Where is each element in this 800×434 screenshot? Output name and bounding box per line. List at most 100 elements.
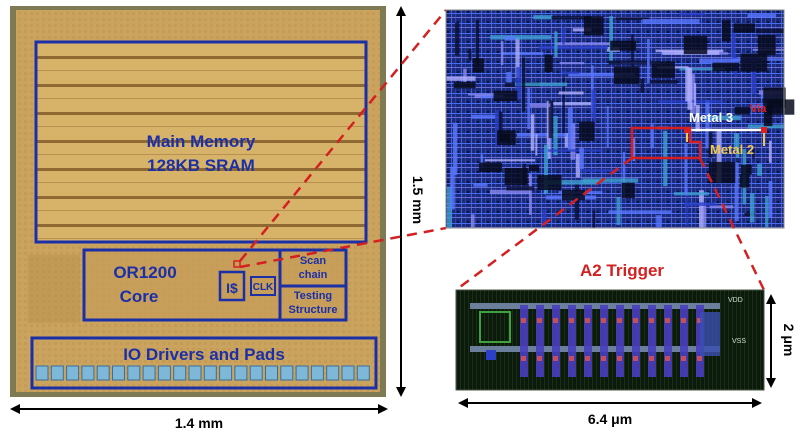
trigger-contact bbox=[617, 318, 622, 323]
trigger-gate bbox=[584, 305, 592, 377]
via-marker-right bbox=[761, 127, 767, 133]
zoom-line-left bbox=[455, 157, 633, 291]
layout-wire bbox=[558, 91, 584, 95]
testing-label-line1: Testing bbox=[294, 290, 332, 302]
trigger-gate bbox=[568, 305, 576, 377]
layout-wire bbox=[765, 196, 769, 228]
layout-wire bbox=[497, 111, 501, 134]
core-side-stripes bbox=[28, 255, 80, 323]
layout-wire bbox=[490, 35, 551, 40]
layout-wire bbox=[608, 210, 672, 214]
layout-dark-region bbox=[721, 20, 731, 42]
trigger-contact bbox=[521, 356, 526, 361]
memory-label-line1: Main Memory bbox=[147, 132, 256, 151]
io-pad bbox=[112, 365, 125, 381]
layout-wire bbox=[734, 162, 739, 222]
trigger-contact bbox=[537, 318, 542, 323]
layout-wire bbox=[528, 174, 532, 215]
io-pad bbox=[295, 365, 309, 381]
trigger-contact bbox=[537, 356, 542, 361]
layout-wire bbox=[463, 68, 467, 82]
trigger-gate bbox=[552, 305, 560, 377]
layout-wire bbox=[768, 181, 773, 219]
layout-wire bbox=[480, 154, 484, 168]
layout-wire bbox=[514, 82, 568, 87]
layout-wire bbox=[567, 108, 573, 151]
clk-label: CLK bbox=[253, 282, 274, 293]
trigger-height-head-top bbox=[766, 294, 776, 304]
trigger-contact bbox=[681, 356, 686, 361]
layout-wire bbox=[694, 83, 697, 107]
clk-box bbox=[250, 276, 276, 296]
layout-wire bbox=[622, 152, 626, 199]
layout-dark-region bbox=[537, 175, 562, 191]
layout-dark-region bbox=[544, 55, 553, 72]
layout-wire bbox=[555, 42, 612, 46]
layout-wire bbox=[704, 115, 741, 121]
io-label: IO Drivers and Pads bbox=[123, 345, 285, 364]
layout-wire bbox=[679, 12, 705, 16]
layout-wire bbox=[606, 106, 609, 148]
layout-wire bbox=[535, 134, 538, 156]
io-pad bbox=[249, 365, 263, 381]
layout-wire bbox=[450, 166, 455, 210]
height-arrow-head-bottom bbox=[396, 387, 406, 397]
trigger-contact bbox=[601, 318, 606, 323]
io-pad bbox=[66, 365, 80, 381]
io-pad bbox=[356, 365, 370, 381]
layout-wire bbox=[533, 15, 553, 20]
layout-wire bbox=[752, 148, 755, 159]
trigger-contact bbox=[585, 356, 590, 361]
trigger-gate bbox=[664, 305, 672, 377]
layout-wire bbox=[484, 159, 536, 162]
layout-wire bbox=[646, 38, 650, 84]
layout-wire bbox=[548, 100, 554, 139]
main-memory-box bbox=[34, 40, 368, 244]
layout-wire bbox=[490, 189, 531, 195]
layout-wire bbox=[495, 110, 500, 146]
chip-height-label: 1.5 mm bbox=[410, 176, 426, 224]
layout-wire bbox=[705, 100, 710, 149]
layout-wire bbox=[543, 180, 599, 185]
layout-dark-region bbox=[767, 99, 795, 115]
chip-arrow-heads bbox=[10, 6, 406, 414]
layout-wire bbox=[640, 78, 645, 93]
layout-wire bbox=[615, 17, 650, 20]
layout-dark-region bbox=[529, 164, 540, 172]
trigger-width-label: 6.4 μm bbox=[588, 411, 632, 427]
trigger-contact bbox=[553, 318, 558, 323]
layout-wire bbox=[521, 57, 526, 112]
layout-dark-region bbox=[579, 121, 595, 141]
trigger-height-head-bottom bbox=[766, 378, 776, 388]
layout-dark-region bbox=[651, 61, 675, 78]
trigger-diffusion bbox=[479, 311, 511, 343]
layout-wire bbox=[747, 14, 777, 18]
scan-label-line2: chain bbox=[299, 269, 328, 281]
layout-dark-region bbox=[499, 133, 510, 141]
testing-label-line2: Structure bbox=[289, 304, 338, 316]
layout-wire bbox=[517, 133, 567, 137]
io-pad bbox=[188, 365, 202, 381]
metal3-label: Metal 3 bbox=[689, 110, 733, 125]
layout-wire bbox=[553, 116, 558, 156]
layout-wire bbox=[506, 71, 512, 83]
layout-wire bbox=[452, 122, 458, 175]
io-pad bbox=[81, 365, 95, 381]
layout-wire bbox=[538, 45, 608, 50]
scan-label-line1: Scan bbox=[300, 255, 327, 267]
layout-dark-region bbox=[472, 58, 484, 73]
trigger-contact bbox=[665, 318, 670, 323]
layout-frame bbox=[445, 9, 785, 229]
layout-wire bbox=[768, 140, 772, 163]
layout-wire bbox=[446, 76, 476, 81]
metal2-label: Metal 2 bbox=[710, 142, 754, 157]
layout-wire bbox=[593, 89, 596, 126]
layout-dark-region bbox=[757, 34, 776, 56]
layout-wire bbox=[679, 68, 725, 71]
layout-wire bbox=[544, 144, 549, 194]
zoom-lines-chip bbox=[239, 9, 447, 269]
layout-dark-region bbox=[740, 53, 768, 72]
layout-wire bbox=[473, 183, 488, 187]
io-pad bbox=[341, 365, 355, 381]
trigger-frame bbox=[455, 289, 765, 391]
